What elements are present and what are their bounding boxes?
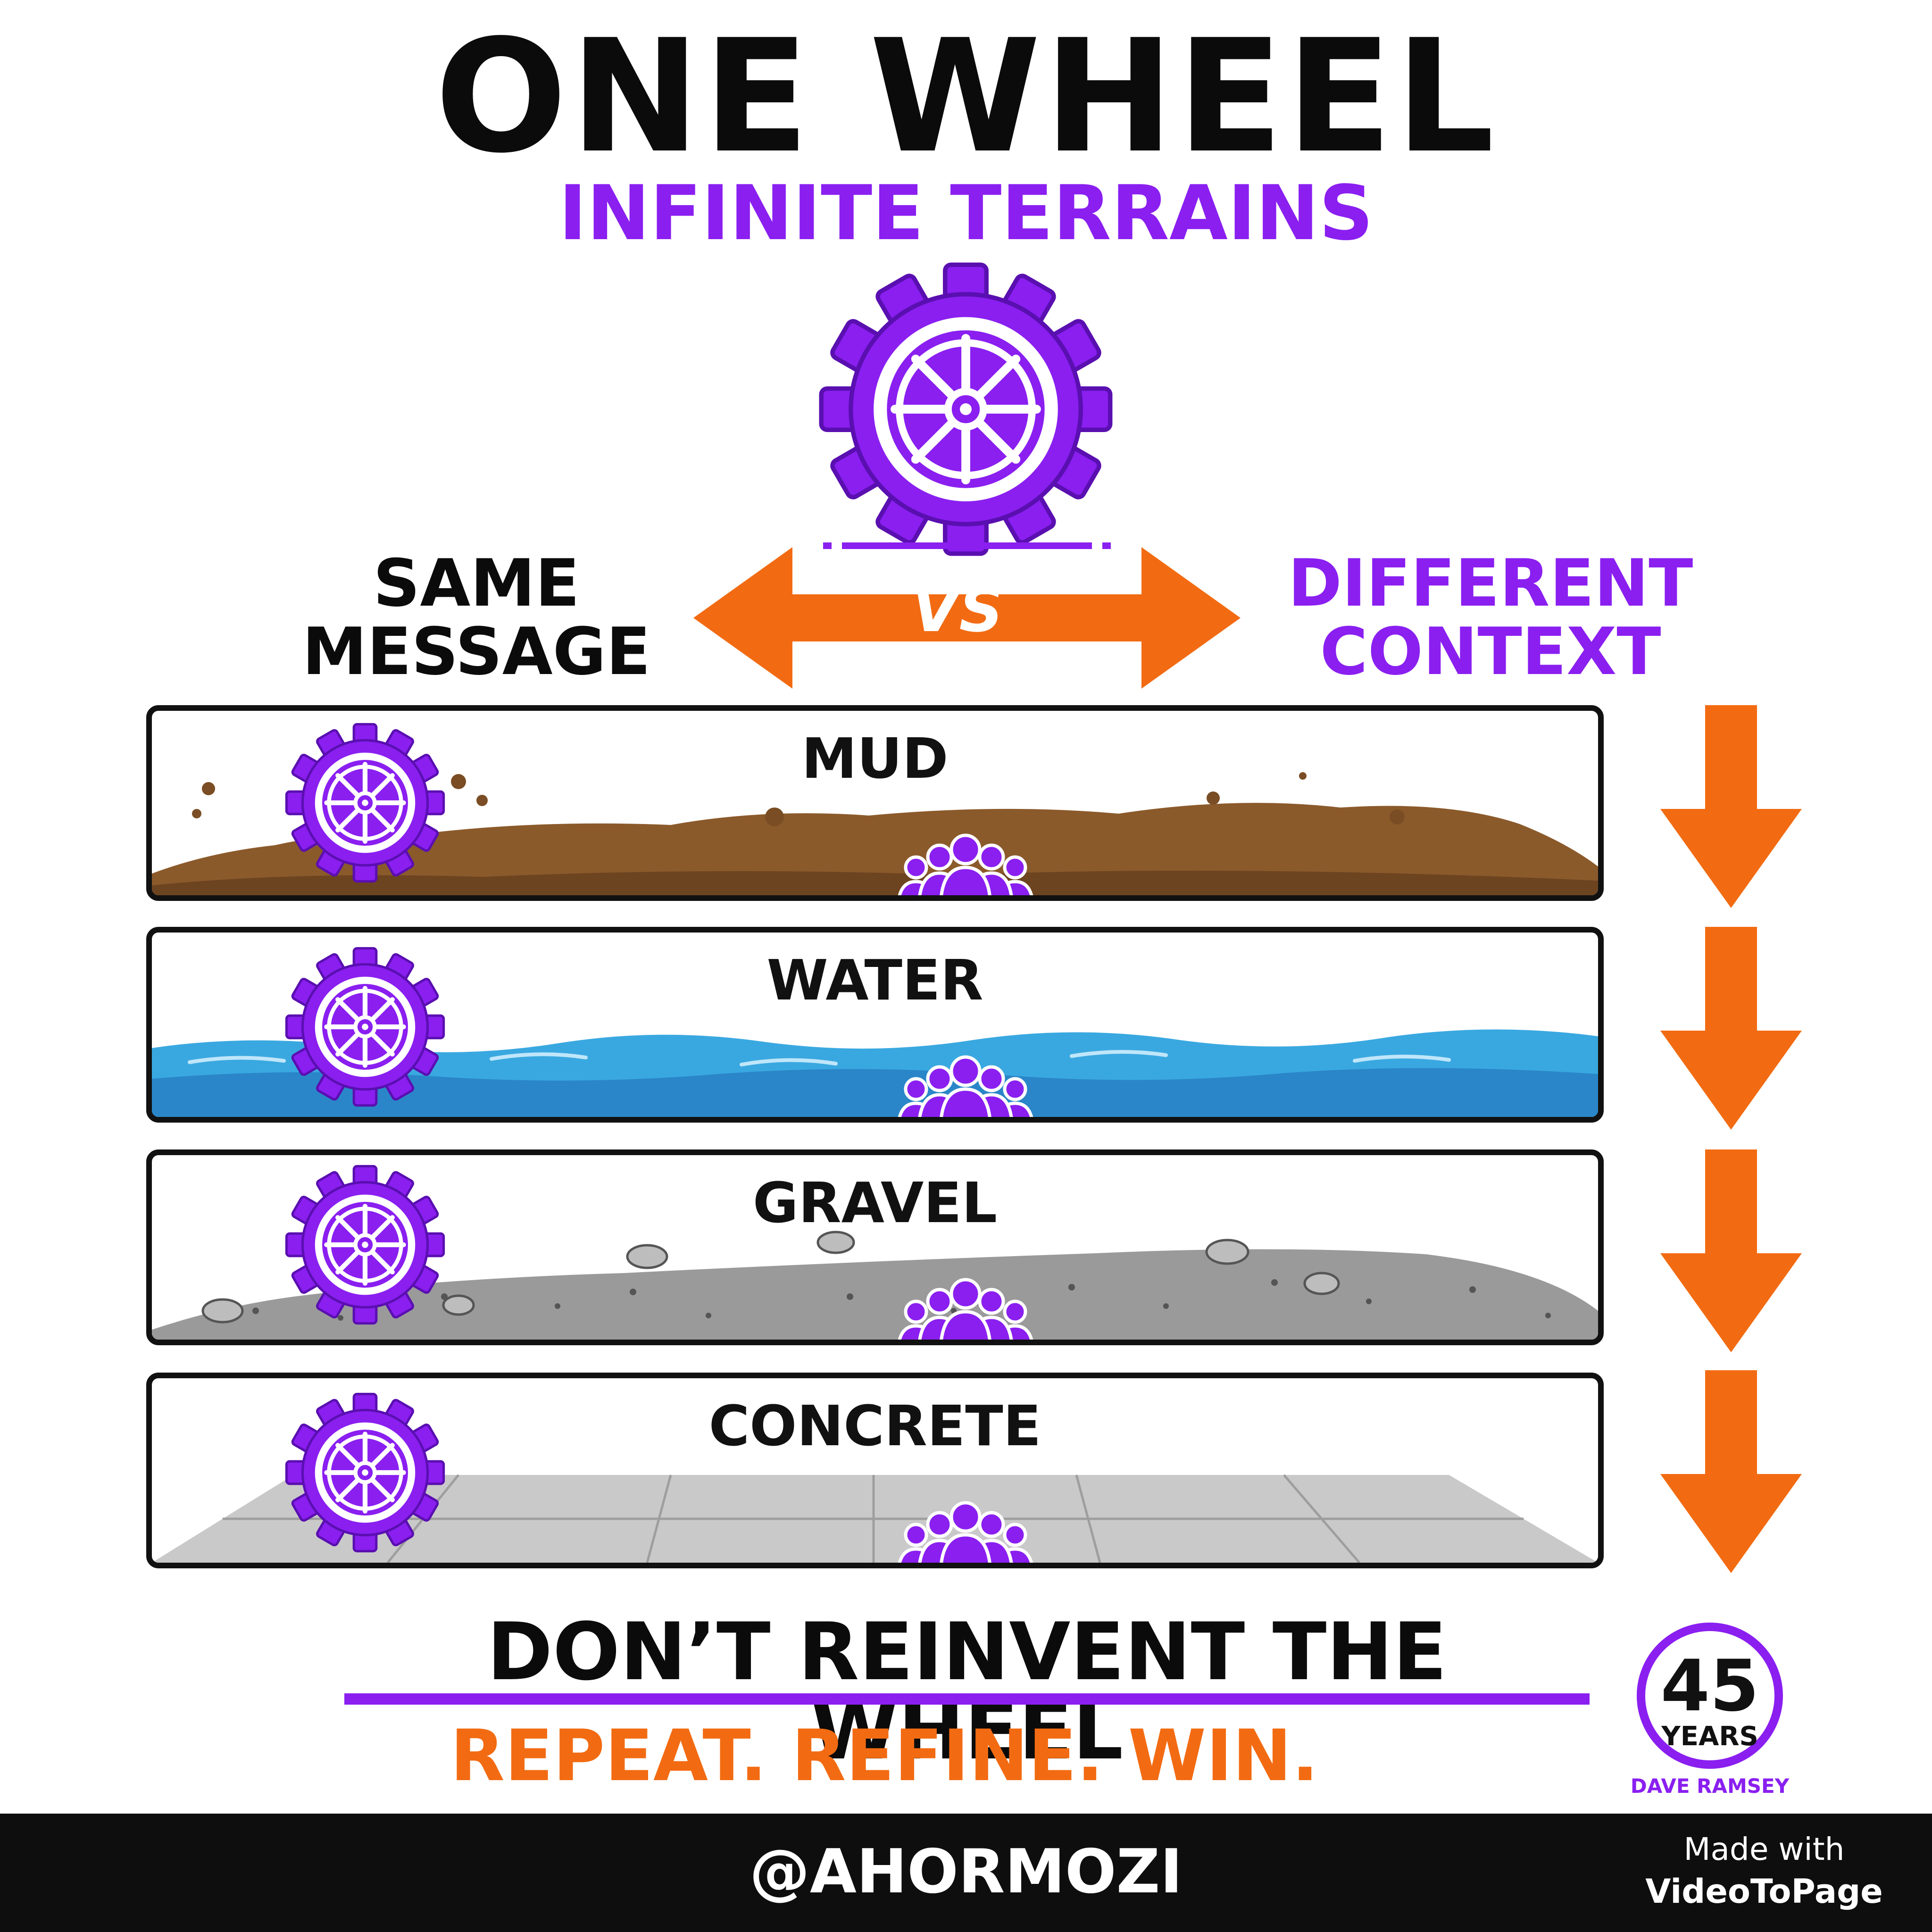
arrow-down-icon [1660, 927, 1802, 1130]
badge-caption: DAVE RAMSEY [1630, 1774, 1790, 1798]
terrain-panel-concrete: CONCRETE [146, 1373, 1604, 1568]
gravel-terrain [152, 1231, 1598, 1340]
terrain-label-concrete: CONCRETE [708, 1393, 1041, 1458]
gear-wheel-icon [285, 723, 445, 883]
subtitle: INFINITE TERRAINS [558, 169, 1374, 257]
terrain-panel-water: WATER [146, 927, 1604, 1123]
terrain-panel-mud: MUD [146, 705, 1604, 901]
hero-wheel-icon [818, 262, 1113, 557]
call-to-action: REPEAT. REFINE. WIN. [450, 1715, 1319, 1797]
concrete-terrain [152, 1474, 1598, 1563]
mud-terrain [152, 772, 1598, 895]
tagline: DON’T REINVENT THE WHEEL [487, 1606, 1447, 1777]
gear-wheel-icon [285, 947, 445, 1107]
terrain-label-water: WATER [766, 948, 983, 1013]
arrow-down-icon [1660, 705, 1802, 908]
gear-wheel-icon [285, 1165, 445, 1325]
hero-ground-line [823, 542, 1111, 549]
tagline-underline [344, 1693, 1590, 1705]
gear-wheel-icon [285, 1392, 445, 1553]
vs-label: VS [911, 574, 1004, 646]
people-group-icon [888, 1278, 1043, 1345]
water-terrain [152, 1029, 1598, 1117]
different-context-label: DIFFERENT CONTEXT [1288, 545, 1693, 690]
arrow-down-icon [1660, 1370, 1802, 1573]
made-with-label: Made with [1683, 1831, 1845, 1867]
same-message-label: SAME MESSAGE [302, 545, 651, 690]
footer-bar [0, 1814, 1932, 1932]
terrain-label-mud: MUD [801, 726, 949, 791]
people-group-icon [888, 833, 1043, 901]
terrain-panel-gravel: GRAVEL [146, 1149, 1604, 1345]
social-handle[interactable]: @AHORMOZI [749, 1837, 1183, 1907]
years-badge: 45 YEARS [1637, 1623, 1783, 1769]
people-group-icon [888, 1501, 1043, 1568]
double-arrow-icon [693, 547, 1241, 689]
terrain-label-gravel: GRAVEL [752, 1170, 998, 1235]
made-with-brand[interactable]: VideoToPage [1645, 1872, 1883, 1911]
main-title: ONE WHEEL [434, 6, 1498, 187]
arrow-down-icon [1660, 1149, 1802, 1352]
badge-number: 45 [1660, 1645, 1759, 1727]
people-group-icon [888, 1055, 1043, 1123]
badge-unit: YEARS [1661, 1721, 1758, 1752]
